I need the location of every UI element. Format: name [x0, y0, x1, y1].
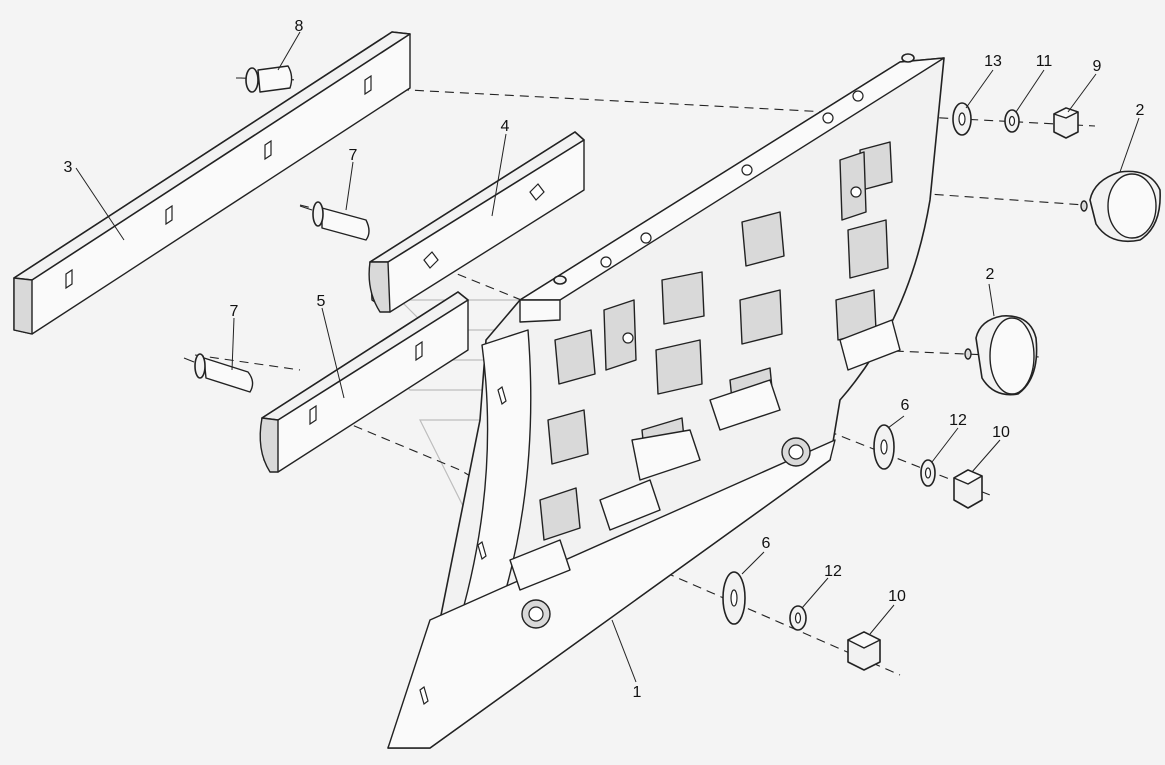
callout-6-upper: 6: [901, 397, 910, 414]
callout-leader-lines: [75, 31, 1140, 683]
part-8-bolt: [236, 65, 293, 93]
part-5-short-bar: [259, 291, 469, 473]
part-13-washer: [952, 102, 972, 136]
part-7-bolt-upper: [299, 201, 370, 241]
part-3-long-bar: [13, 31, 411, 335]
part-9-nut: [1053, 107, 1079, 139]
callout-3: 3: [64, 159, 73, 176]
callout-10-upper: 10: [992, 424, 1010, 441]
part-2-cap-lower: [964, 315, 1038, 396]
callout-8: 8: [295, 18, 304, 35]
part-6-washer-lower: [722, 571, 746, 625]
callout-13: 13: [984, 53, 1002, 70]
part-2-cap-upper: [1080, 170, 1161, 243]
part-12-lock-washer-lower: [789, 605, 807, 631]
callout-2-lower: 2: [986, 266, 995, 283]
part-7-bolt-lower: [183, 353, 254, 393]
part-10-nut-lower: [847, 631, 881, 671]
callout-12-upper: 12: [949, 412, 967, 429]
callout-6-lower: 6: [762, 535, 771, 552]
part-10-nut-upper: [953, 469, 983, 509]
part-4-short-bar: [368, 131, 585, 313]
callout-10-lower: 10: [888, 588, 906, 605]
callout-labels: 8 3 4 7 7 5 13 11 9 2 2 6 12 10 6 12 10 …: [64, 18, 1145, 701]
callout-2-upper: 2: [1136, 102, 1145, 119]
part-6-washer-upper: [873, 424, 895, 470]
part-1-curved-plate: [387, 53, 945, 749]
part-12-lock-washer-upper: [920, 459, 936, 487]
part-11-lock-washer: [1004, 109, 1020, 133]
callout-9: 9: [1093, 58, 1102, 75]
callout-7-upper: 7: [349, 147, 358, 164]
callout-7-lower: 7: [230, 303, 239, 320]
callout-4: 4: [501, 118, 510, 135]
callout-5: 5: [317, 293, 326, 310]
callout-12-lower: 12: [824, 563, 842, 580]
callout-11: 11: [1036, 53, 1053, 70]
callout-1: 1: [633, 684, 642, 701]
